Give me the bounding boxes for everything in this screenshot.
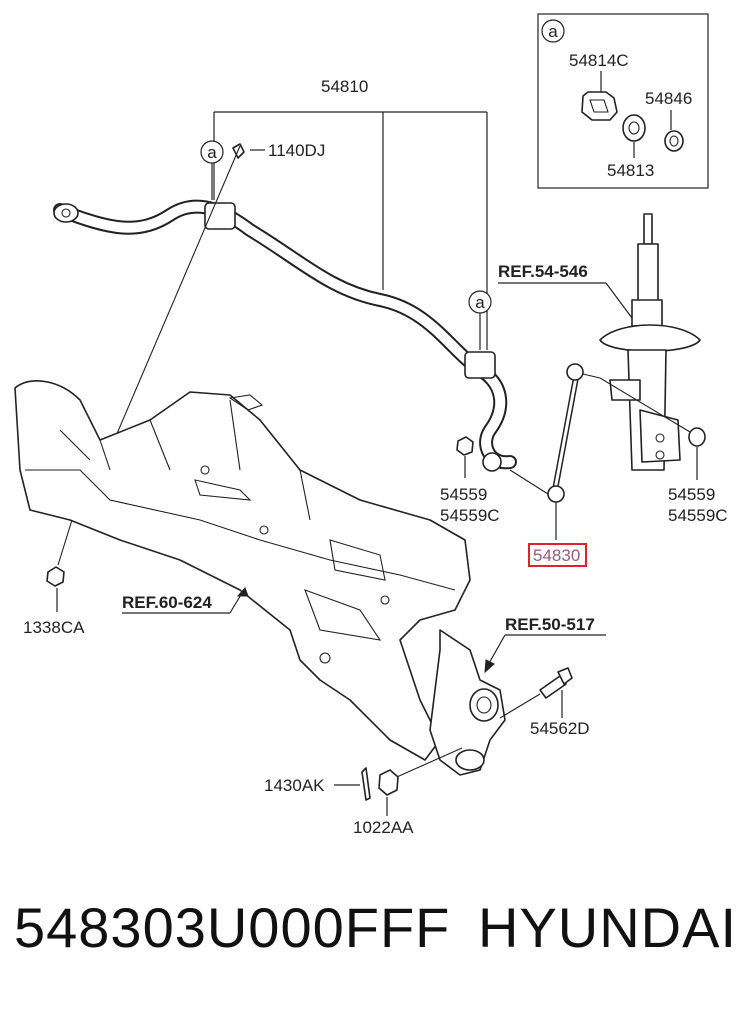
detail-inset: a 54814C 54846 54813	[537, 13, 709, 189]
knuckle: REF.50-517 54562D	[429, 615, 606, 776]
label-1338CA: 1338CA	[23, 618, 85, 637]
label-54830: 54830	[533, 546, 580, 565]
ref-50-517: REF.50-517	[505, 615, 595, 634]
label-54810: 54810	[321, 77, 368, 96]
brand-name: HYUNDAI	[478, 896, 738, 959]
nut-1338CA	[46, 566, 65, 587]
label-54562D: 54562D	[530, 719, 590, 738]
label-1430AK: 1430AK	[264, 776, 325, 795]
castle-nut-1022AA	[378, 769, 399, 796]
link-highlight-box	[528, 543, 587, 567]
bushing-bracket	[581, 91, 618, 121]
callout-letter: a	[548, 22, 558, 41]
cotter-pin-1430AK	[361, 767, 371, 801]
bushing-sleeve	[664, 130, 684, 152]
ref-60-624: REF.60-624	[122, 593, 212, 612]
label-54814C: 54814C	[569, 51, 629, 70]
bolt-54562D	[539, 675, 567, 699]
stabilizer-bar: 54810	[53, 77, 517, 472]
stabilizer-link: 54830	[509, 363, 691, 567]
label-54559-left: 54559	[440, 485, 487, 504]
ball-joint-fasteners: 1430AK 1022AA	[264, 747, 463, 837]
callout-a-right-letter: a	[475, 293, 485, 312]
parts-diagram: a 54814C 54846 54813 54810 a a	[14, 13, 728, 837]
strut-assembly: REF.54-546 54559 54559C	[498, 213, 728, 525]
label-54846: 54846	[645, 89, 692, 108]
footer: 548303U000FFF HYUNDAI	[0, 895, 749, 985]
label-1022AA: 1022AA	[353, 818, 414, 837]
part-number: 548303U000FFF	[14, 896, 451, 959]
bushing-inner	[622, 114, 646, 142]
label-54559C-right: 54559C	[668, 506, 728, 525]
bolt-1140DJ: 1140DJ	[109, 141, 325, 451]
ref-54-546: REF.54-546	[498, 262, 588, 281]
label-1140DJ: 1140DJ	[268, 141, 325, 160]
callout-a-left-letter: a	[207, 143, 217, 162]
nut-left: 54559 54559C	[440, 436, 500, 525]
label-54559C-left: 54559C	[440, 506, 500, 525]
label-54813: 54813	[607, 161, 654, 180]
label-54559-right: 54559	[668, 485, 715, 504]
subframe: 1338CA REF.60-624	[14, 380, 471, 761]
callout-circle	[541, 19, 565, 43]
